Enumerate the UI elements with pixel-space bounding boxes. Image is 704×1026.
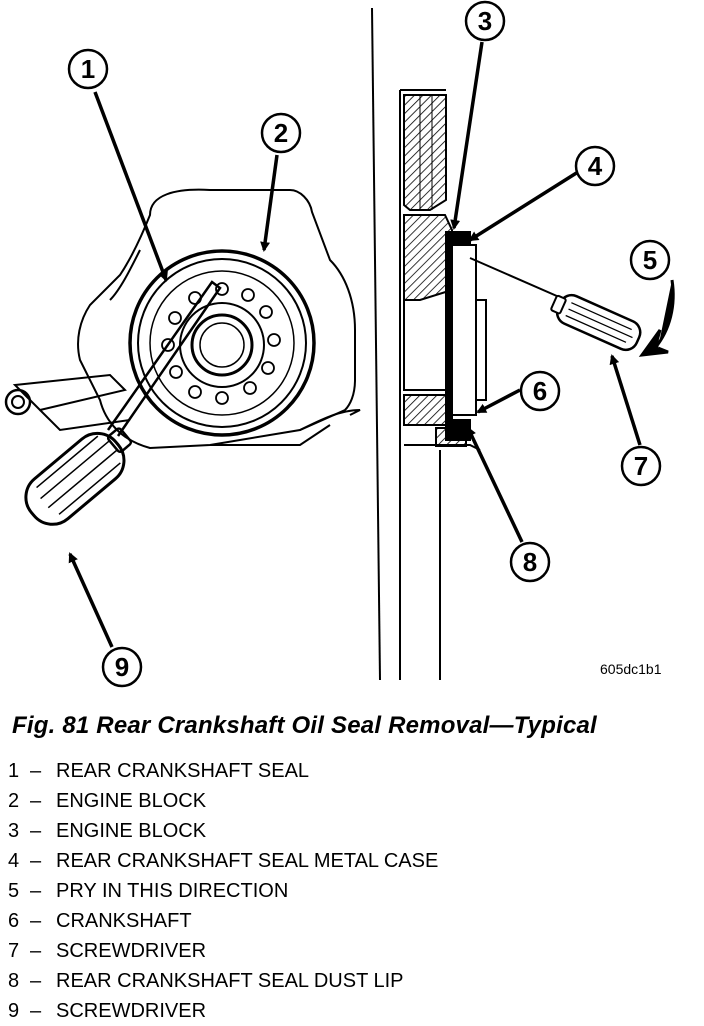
screwdriver-9-shaft bbox=[106, 280, 222, 437]
legend-item: 1–REAR CRANKSHAFT SEAL bbox=[8, 756, 438, 786]
legend-dash: – bbox=[30, 940, 42, 962]
legend-item: 2–ENGINE BLOCK bbox=[8, 786, 438, 816]
screwdriver-9-handle bbox=[24, 427, 133, 526]
svg-text:2: 2 bbox=[274, 118, 288, 148]
svg-text:6: 6 bbox=[533, 376, 547, 406]
legend-dash: – bbox=[30, 910, 42, 932]
callout-2: 2 bbox=[260, 112, 302, 154]
crankshaft-section bbox=[451, 244, 477, 416]
svg-text:8: 8 bbox=[523, 547, 537, 577]
svg-text:4: 4 bbox=[588, 151, 603, 181]
callout-7: 7 bbox=[620, 445, 662, 487]
legend-item: 4–REAR CRANKSHAFT SEAL METAL CASE bbox=[8, 846, 438, 876]
leader-lines bbox=[68, 41, 642, 648]
screwdriver-7 bbox=[550, 293, 642, 352]
legend-dash: – bbox=[30, 790, 42, 812]
legend-item: 7–SCREWDRIVER bbox=[8, 936, 438, 966]
callout-1: 1 bbox=[67, 48, 109, 90]
legend-dash: – bbox=[30, 880, 42, 902]
legend-item: 8–REAR CRANKSHAFT SEAL DUST LIP bbox=[8, 966, 438, 996]
legend-dash: – bbox=[30, 820, 42, 842]
mount-bracket bbox=[12, 373, 127, 412]
callout-9: 9 bbox=[101, 646, 143, 688]
legend-list: 1–REAR CRANKSHAFT SEAL 2–ENGINE BLOCK 3–… bbox=[8, 756, 438, 1026]
legend-text: PRY IN THIS DIRECTION bbox=[56, 880, 289, 902]
left-view bbox=[4, 188, 361, 526]
legend-text: CRANKSHAFT bbox=[56, 910, 192, 932]
legend-text: SCREWDRIVER bbox=[56, 940, 207, 962]
legend-item: 5–PRY IN THIS DIRECTION bbox=[8, 876, 438, 906]
svg-text:1: 1 bbox=[81, 54, 95, 84]
callout-8: 8 bbox=[509, 541, 551, 583]
legend-number: 7 bbox=[8, 940, 20, 962]
engine-block-section-lower bbox=[403, 214, 453, 301]
legend-number: 2 bbox=[8, 790, 20, 812]
legend-item: 6–CRANKSHAFT bbox=[8, 906, 438, 936]
legend-dash: – bbox=[30, 970, 42, 992]
legend-text: REAR CRANKSHAFT SEAL DUST LIP bbox=[56, 970, 404, 992]
legend-number: 9 bbox=[8, 1000, 20, 1022]
legend-number: 8 bbox=[8, 970, 20, 992]
legend-number: 1 bbox=[8, 760, 20, 782]
legend-text: REAR CRANKSHAFT SEAL bbox=[56, 760, 310, 782]
callout-5: 5 bbox=[629, 239, 671, 281]
svg-text:7: 7 bbox=[634, 451, 648, 481]
view-divider bbox=[371, 7, 381, 681]
legend-number: 4 bbox=[8, 850, 20, 872]
rear-crankshaft-seal bbox=[128, 249, 316, 437]
legend-text: ENGINE BLOCK bbox=[56, 820, 207, 842]
engine-block-outline bbox=[77, 188, 356, 450]
legend-dash: – bbox=[30, 1000, 42, 1022]
figure-caption: Fig. 81 Rear Crankshaft Oil Seal Removal… bbox=[12, 712, 597, 739]
svg-text:9: 9 bbox=[115, 652, 129, 682]
svg-text:3: 3 bbox=[478, 6, 492, 36]
callout-4: 4 bbox=[574, 145, 616, 187]
callout-6: 6 bbox=[519, 370, 561, 412]
svg-text:5: 5 bbox=[643, 245, 657, 275]
legend-item: 3–ENGINE BLOCK bbox=[8, 816, 438, 846]
callout-3: 3 bbox=[464, 0, 506, 42]
legend-text: SCREWDRIVER bbox=[56, 1000, 207, 1022]
legend-item: 9–SCREWDRIVER bbox=[8, 996, 438, 1026]
callouts: 1 2 3 4 5 6 7 8 bbox=[67, 0, 671, 688]
legend-number: 6 bbox=[8, 910, 20, 932]
flange-bolt-holes bbox=[161, 282, 281, 405]
pry-direction-arrow bbox=[638, 279, 675, 357]
legend-text: REAR CRANKSHAFT SEAL METAL CASE bbox=[56, 850, 439, 872]
engine-block-section-upper bbox=[403, 94, 447, 211]
legend-dash: – bbox=[30, 760, 42, 782]
legend-dash: – bbox=[30, 850, 42, 872]
legend-text: ENGINE BLOCK bbox=[56, 790, 207, 812]
legend-number: 5 bbox=[8, 880, 20, 902]
crankshaft-seal-diagram: 1 2 3 4 5 6 7 8 bbox=[4, 0, 675, 688]
legend-number: 3 bbox=[8, 820, 20, 842]
figure-reference-code: 605dc1b1 bbox=[600, 661, 662, 677]
